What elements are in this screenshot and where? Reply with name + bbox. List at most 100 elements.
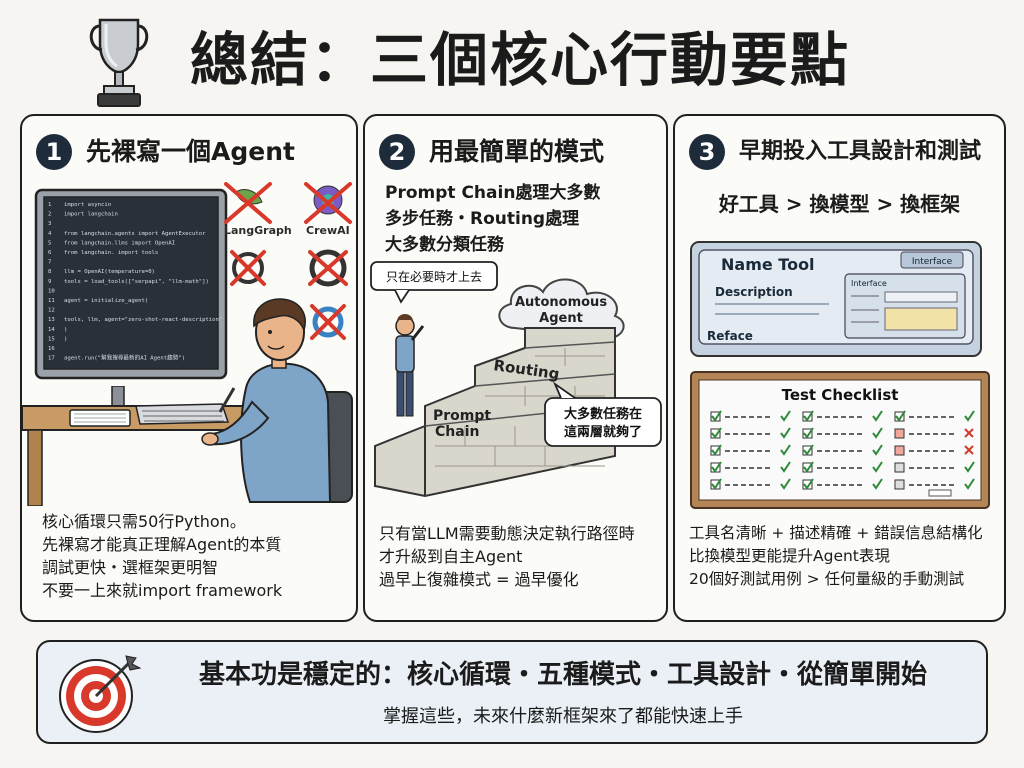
checklist-box xyxy=(894,428,905,439)
code-line: ) xyxy=(64,327,67,333)
banner-sub-text: 掌握這些，未來什麼新框架來了都能快速上手 xyxy=(383,706,743,727)
code-line-number: 7 xyxy=(48,260,51,266)
speech-bubble-text: 這兩層就夠了 xyxy=(564,424,642,440)
panel-subtitle: 好工具 > 換模型 > 換框架 xyxy=(718,192,961,216)
tool-card-interface-tab: Interface xyxy=(912,257,953,267)
code-line-number: 11 xyxy=(48,298,55,304)
person-at-computer-illustration xyxy=(201,298,353,503)
crewai-logo-icon: CrewAI xyxy=(304,182,352,237)
computer-monitor-illustration: 1 import asyncio 2 import langchain 3 4 from l… xyxy=(34,188,228,380)
check-icon xyxy=(780,410,791,422)
framework-logos-crossed: LangGraph CrewAI xyxy=(224,182,352,340)
framework-logo-icon xyxy=(308,249,348,287)
check-icon xyxy=(711,427,722,439)
cross-icon xyxy=(964,445,974,455)
code-line-number: 6 xyxy=(48,250,51,256)
step-label-prompt-chain: Chain xyxy=(435,424,479,440)
check-icon xyxy=(964,461,975,473)
check-icon xyxy=(872,410,883,422)
check-icon xyxy=(803,478,814,490)
check-icon xyxy=(780,444,791,456)
trophy-icon xyxy=(89,18,149,107)
check-icon xyxy=(780,427,791,439)
step-number-badge: 2 xyxy=(379,134,415,170)
speech-bubble: 大多數任務在 這兩層就夠了 xyxy=(544,381,662,447)
check-icon xyxy=(872,478,883,490)
code-line: import asyncio xyxy=(64,202,111,208)
cross-icon xyxy=(964,428,974,438)
checklist-box xyxy=(894,462,905,473)
panel-body-text: 核心循環只需50行Python。 先裸寫才能真正理解Agent的本質 調試更快・… xyxy=(42,512,283,600)
panel-body-text: 只有當LLM需要動態決定執行路徑時 才升級到自主Agent 過早上復雜模式 = … xyxy=(379,524,635,589)
check-icon xyxy=(872,427,883,439)
code-line: llm = OpenAI(temperature=0) xyxy=(64,269,155,275)
code-line-number: 1 xyxy=(48,202,51,208)
langgraph-label: LangGraph xyxy=(224,224,292,237)
code-line: ) xyxy=(64,336,67,342)
langgraph-logo-icon: LangGraph xyxy=(224,182,292,237)
check-icon xyxy=(803,427,814,439)
code-line-number: 15 xyxy=(48,336,55,342)
tool-card-reface: Reface xyxy=(707,329,753,343)
check-icon xyxy=(711,461,722,473)
code-line-number: 13 xyxy=(48,317,55,323)
step-number-badge: 3 xyxy=(689,134,725,170)
checklist-title: Test Checklist xyxy=(782,386,899,404)
checklist-box xyxy=(894,479,905,490)
code-line-number: 10 xyxy=(48,288,55,294)
code-line-number: 16 xyxy=(48,346,55,352)
panel-tools-testing: 3 早期投入工具設計和測試 好工具 > 換模型 > 換框架 Name Tool … xyxy=(673,114,1006,622)
person-figure xyxy=(395,314,425,417)
code-line-number: 17 xyxy=(48,356,55,362)
code-block: 1 import asyncio 2 import langchain 3 4 from l… xyxy=(48,202,222,362)
framework-logo-icon xyxy=(230,250,266,286)
panel-body-text: 工具名清晰 + 描述精確 + 錯誤信息結構化 比換模型更能提升Agent表現 2… xyxy=(689,524,983,588)
code-line: from langchain. import tools xyxy=(64,250,158,256)
check-icon xyxy=(803,444,814,456)
step-number-badge: 1 xyxy=(36,134,72,170)
code-line-number: 2 xyxy=(48,212,51,218)
check-icon xyxy=(803,461,814,473)
check-icon xyxy=(872,444,883,456)
test-checklist-board: Test Checklist xyxy=(690,371,990,509)
step-label-prompt-chain: Prompt xyxy=(433,408,491,424)
code-line-number: 3 xyxy=(48,221,51,227)
crewai-label: CrewAI xyxy=(306,224,350,237)
summary-banner: 基本功是穩定的：核心循環・五種模式・工具設計・從簡單開始 掌握這些，未來什麼新框… xyxy=(36,640,988,744)
page-title: 總結：三個核心行動要點 xyxy=(190,26,851,94)
code-line: import langchain xyxy=(64,212,118,218)
tool-card-name: Name Tool xyxy=(721,255,815,274)
checklist-box xyxy=(894,445,905,456)
speech-bubble-text: 只在必要時才上去 xyxy=(386,270,482,284)
staircase-illustration: Autonomous Agent Routing Prompt Chain 只在… xyxy=(370,261,662,498)
cloud-icon: Autonomous Agent xyxy=(498,278,625,340)
panel-description: Prompt Chain處理大多數 多步任務・Routing處理 大多數分類任務 xyxy=(385,183,601,255)
check-icon xyxy=(711,410,722,422)
code-line-number: 4 xyxy=(48,231,52,237)
code-line: tools = load_tools(["serpapi", "llm-math… xyxy=(64,279,209,285)
panel-title: 早期投入工具設計和測試 xyxy=(739,139,982,164)
code-line-number: 5 xyxy=(48,240,51,246)
check-icon xyxy=(711,478,722,490)
check-icon xyxy=(780,461,791,473)
code-line: from langchain.llms import OpenAI xyxy=(64,240,175,246)
framework-logo-icon xyxy=(310,304,346,340)
check-icon xyxy=(964,410,975,422)
check-icon xyxy=(803,410,814,422)
code-line-number: 8 xyxy=(48,269,52,275)
target-icon xyxy=(59,655,142,733)
panel-title: 用最簡單的模式 xyxy=(429,137,605,166)
speech-bubble-text: 大多數任務在 xyxy=(564,406,642,422)
cloud-label: Autonomous xyxy=(515,295,607,310)
banner-main-text: 基本功是穩定的：核心循環・五種模式・工具設計・從簡單開始 xyxy=(198,660,927,690)
cloud-label: Agent xyxy=(539,311,583,326)
tool-card-description: Description xyxy=(715,285,793,299)
tool-card-illustration: Name Tool Interface Description Reface I… xyxy=(690,241,982,357)
code-line: agent = initialize_agent( xyxy=(64,298,148,304)
code-line: from langchain.agents import AgentExecut… xyxy=(64,231,206,237)
check-icon xyxy=(780,478,791,490)
code-line: agent.run("幫我搜尋最新的AI Agent趨勢") xyxy=(64,354,185,362)
panel-title: 先裸寫一個Agent xyxy=(86,137,295,166)
code-line-number: 9 xyxy=(48,279,51,285)
code-line: tools, llm, agent="zero-shot-react-descr… xyxy=(64,317,222,323)
